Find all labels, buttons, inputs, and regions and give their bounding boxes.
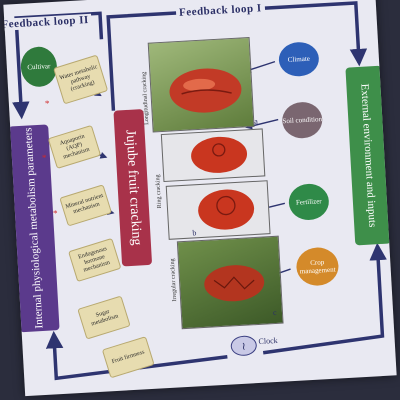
- jujube-irregular-image: [204, 265, 265, 302]
- jujube-ring-image-1: [191, 136, 248, 173]
- photo-ring-cracking-2: [165, 180, 271, 240]
- fruit-cracking-label: Jujube fruit cracking: [122, 129, 144, 246]
- photo-irregular-cracking: [176, 235, 284, 330]
- clock-label: Clock: [258, 335, 278, 346]
- photo-letter-b: b: [192, 228, 197, 238]
- photo-longitudinal-cracking: [147, 36, 255, 133]
- photo-letter-c: c: [272, 307, 277, 318]
- star-marker-1: *: [44, 98, 50, 109]
- external-environment-label: External environment and inputs: [358, 83, 379, 228]
- jujube-ring-image-2: [198, 189, 255, 230]
- jujube-longitudinal-image: [169, 68, 242, 113]
- star-marker-3: *: [52, 207, 58, 219]
- star-marker-2: *: [41, 152, 47, 163]
- photo-ring-cracking-1: [160, 128, 266, 183]
- photo-letter-a: a: [254, 116, 259, 126]
- bottom-loop-left-path: [45, 330, 228, 381]
- diagram-canvas: Feedback loop II Feedback loop I Interna…: [3, 0, 397, 397]
- bottom-loop-right-path: [262, 242, 387, 355]
